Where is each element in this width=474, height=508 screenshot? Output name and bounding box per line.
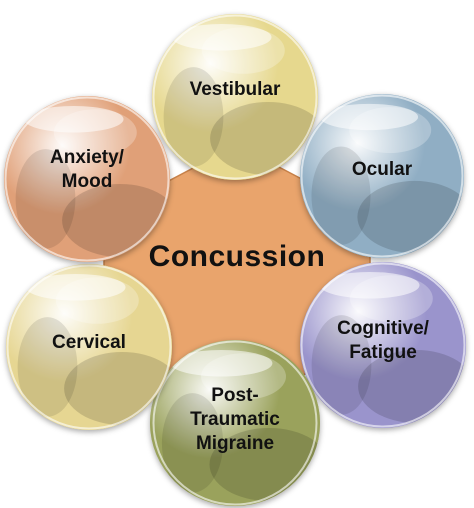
vestibular-bubble: Vestibular bbox=[152, 14, 318, 180]
cervical-bubble: Cervical bbox=[6, 264, 172, 430]
bubble-text-line: Vestibular bbox=[189, 79, 281, 100]
anxiety-mood-bubble: Anxiety/ Mood bbox=[4, 96, 170, 262]
bubble-text-line: Fatigue bbox=[349, 342, 417, 363]
cervical-label: Cervical bbox=[6, 331, 172, 355]
vestibular-label: Vestibular bbox=[152, 78, 318, 102]
photo-shading-icon bbox=[4, 96, 170, 262]
bubble-text-line: Anxiety/ bbox=[50, 147, 124, 168]
anxiety-mood-label: Anxiety/ Mood bbox=[4, 146, 170, 194]
cognitive-fatigue-bubble: Cognitive/ Fatigue bbox=[300, 262, 466, 428]
bubble-text-line: Mood bbox=[61, 171, 113, 192]
bubble-text-line: Migraine bbox=[195, 433, 275, 454]
bubble-text-line: Cognitive/ bbox=[337, 318, 429, 339]
bubble-text-line: Post- bbox=[211, 385, 259, 406]
photo-shading-icon bbox=[300, 94, 464, 258]
photo-shading-icon bbox=[152, 14, 318, 180]
post-traumatic-migraine-label: Post- Traumatic Migraine bbox=[150, 384, 320, 456]
photo-shading-icon bbox=[150, 340, 320, 506]
bubble-text-line: Cervical bbox=[52, 332, 126, 353]
photo-shading-icon bbox=[6, 264, 172, 430]
ocular-label: Ocular bbox=[300, 158, 464, 182]
bubble-text-line: Ocular bbox=[351, 159, 413, 180]
post-traumatic-migraine-bubble: Post- Traumatic Migraine bbox=[150, 340, 320, 506]
photo-shading-icon bbox=[300, 262, 466, 428]
ocular-bubble: Ocular bbox=[300, 94, 464, 258]
cognitive-fatigue-label: Cognitive/ Fatigue bbox=[300, 317, 466, 365]
center-label: Concussion bbox=[148, 240, 326, 273]
bubble-text-line: Traumatic bbox=[190, 409, 280, 430]
